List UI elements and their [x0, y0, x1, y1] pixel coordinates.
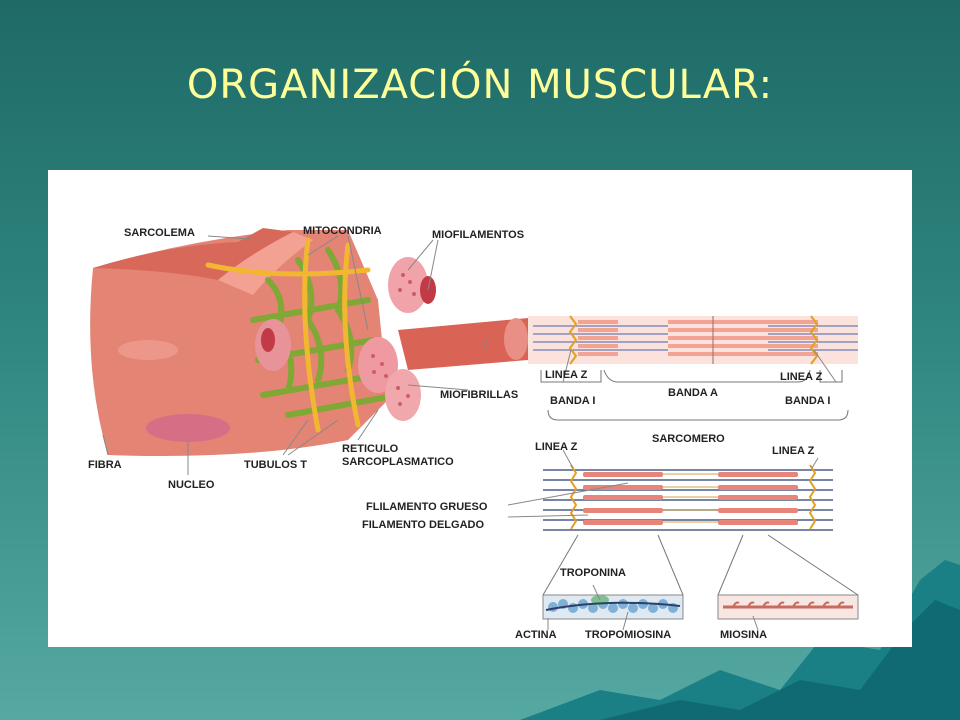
label-linea-z-lower-right: LINEA Z [772, 445, 815, 457]
label-banda-i-right: BANDA I [785, 395, 830, 407]
label-miosina: MIOSINA [720, 629, 767, 641]
label-filamento-delgado: FILAMENTO DELGADO [362, 519, 484, 531]
muscle-diagram: SARCOLEMA MITOCONDRIA MIOFILAMENTOS MIOF… [88, 225, 859, 641]
label-linea-z-right: LINEA Z [780, 371, 823, 383]
filament-detail [543, 464, 833, 531]
label-fibra: FIBRA [88, 459, 122, 471]
label-miofibrillas: MIOFIBRILLAS [440, 389, 518, 401]
label-sarcomero: SARCOMERO [652, 433, 725, 445]
label-linea-z-lower-left: LINEA Z [535, 441, 578, 453]
label-troponina: TROPONINA [560, 567, 626, 579]
label-reticulo: RETICULO [342, 443, 399, 455]
muscle-fiber [90, 228, 528, 456]
label-mitocondria: MITOCONDRIA [303, 225, 382, 237]
slide-title: ORGANIZACIÓN MUSCULAR: [186, 62, 774, 108]
label-tubulos-t: TUBULOS T [244, 459, 307, 471]
label-sarcolema: SARCOLEMA [124, 227, 195, 239]
label-linea-z-left: LINEA Z [545, 369, 588, 381]
label-filamento-grueso: FLILAMENTO GRUESO [366, 501, 488, 513]
label-actina: ACTINA [515, 629, 557, 641]
actin-zoom [542, 534, 684, 620]
muscle-diagram-panel: SARCOLEMA MITOCONDRIA MIOFILAMENTOS MIOF… [48, 170, 912, 647]
label-banda-a: BANDA A [668, 387, 718, 399]
label-banda-i-left: BANDA I [550, 395, 595, 407]
myosin-zoom [717, 534, 859, 620]
myofibril-sarcomere [528, 315, 858, 421]
label-miofilamentos: MIOFILAMENTOS [432, 229, 524, 241]
label-sarcoplasmatico: SARCOPLASMATICO [342, 456, 454, 468]
label-nucleo: NUCLEO [168, 479, 215, 491]
label-tropomiosina: TROPOMIOSINA [585, 629, 671, 641]
leader-lines [102, 235, 837, 631]
